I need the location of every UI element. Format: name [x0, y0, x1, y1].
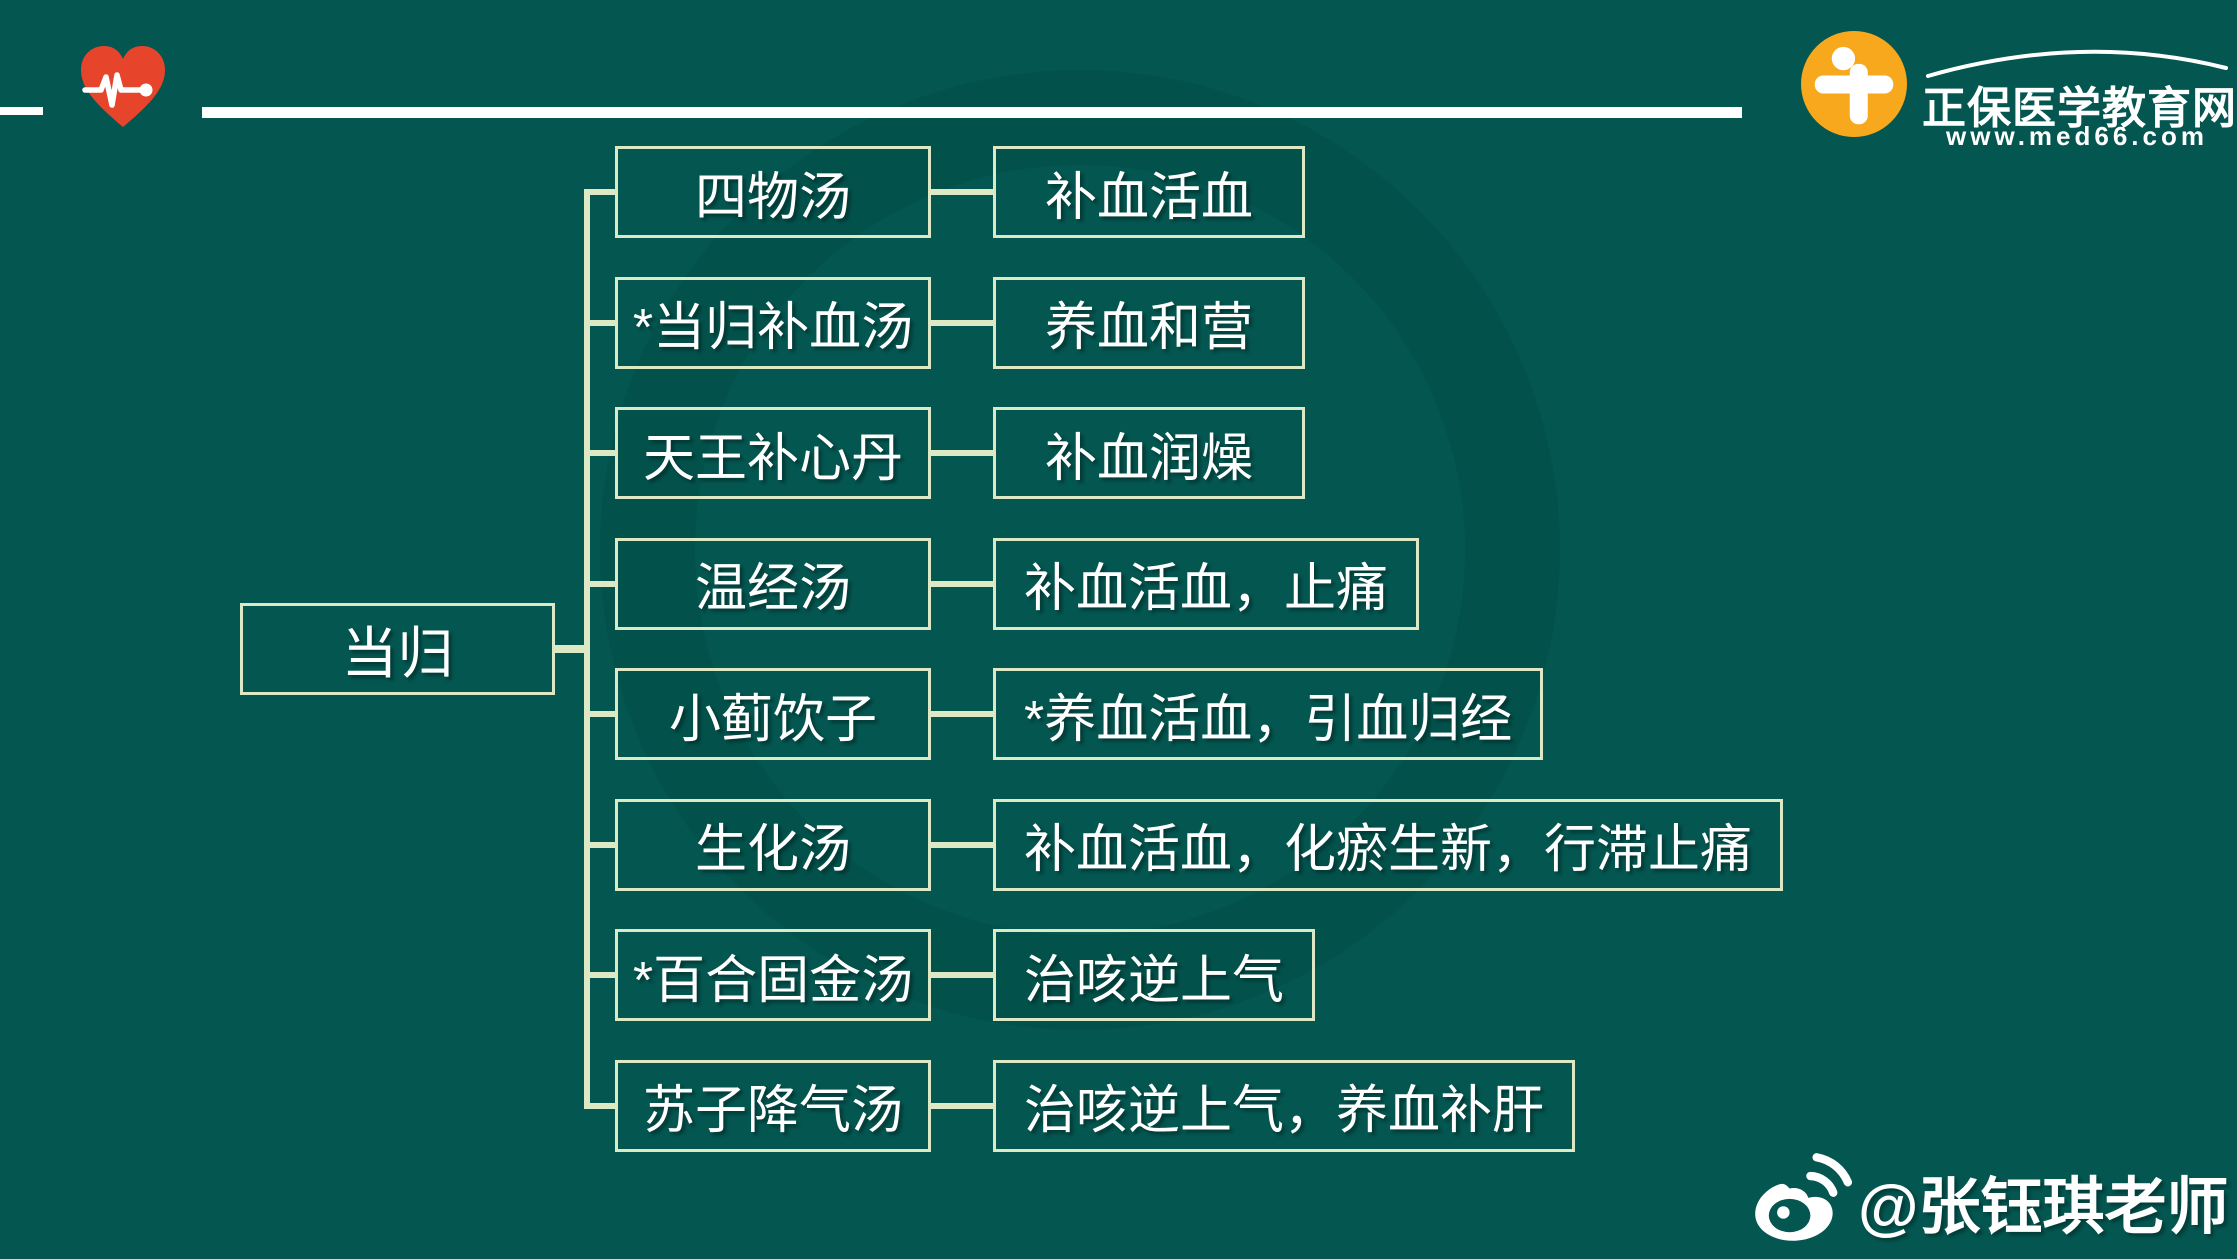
branch-connector-line — [931, 711, 993, 717]
branch-tick-line — [590, 189, 615, 195]
formula-box: 天王补心丹 — [615, 407, 931, 499]
branch-tick-line — [590, 450, 615, 456]
brand-arc-decoration — [1922, 30, 2232, 78]
diagram-row: 温经汤 补血活血，止痛 — [590, 537, 1420, 630]
branch-tick-line — [590, 841, 615, 848]
branch-connector-line — [931, 319, 993, 326]
function-box: *养血活血，引血归经 — [993, 668, 1544, 760]
brand-logo: 正保医学教育网 www.med66.com — [1798, 22, 2237, 151]
formula-box: *百合固金汤 — [615, 929, 931, 1021]
diagram-row: 天王补心丹 补血润燥 — [590, 407, 1305, 499]
branch-connector-line — [931, 189, 993, 195]
header-rule-left — [0, 107, 43, 115]
trunk-line — [584, 189, 590, 1109]
heartbeat-icon — [73, 34, 173, 140]
brand-badge-icon — [1801, 31, 1907, 137]
formula-box: *当归补血汤 — [615, 276, 931, 369]
function-box: 补血活血，化瘀生新，行滞止痛 — [993, 798, 1784, 891]
function-box: 补血活血，止痛 — [993, 537, 1420, 630]
root-connector-line — [555, 645, 584, 653]
brand-name: 正保医学教育网 — [1922, 84, 2237, 133]
formula-box: 苏子降气汤 — [615, 1059, 931, 1152]
function-box: 补血润燥 — [993, 407, 1305, 499]
diagram-row: *百合固金汤 治咳逆上气 — [590, 929, 1316, 1021]
branch-connector-line — [931, 841, 993, 848]
weibo-watermark: @张钰琪老师 — [1748, 1146, 2228, 1256]
branch-connector-line — [931, 580, 993, 587]
weibo-icon — [1748, 1149, 1852, 1253]
branch-connector-line — [931, 972, 993, 978]
diagram-row: 小蓟饮子 *养血活血，引血归经 — [590, 668, 1544, 760]
formula-box: 四物汤 — [615, 146, 931, 238]
formula-box: 温经汤 — [615, 537, 931, 630]
branch-tick-line — [590, 711, 615, 717]
brand-url: www.med66.com — [1946, 121, 2208, 151]
diagram-row: 生化汤 补血活血，化瘀生新，行滞止痛 — [590, 798, 1784, 891]
branch-tick-line — [590, 319, 615, 326]
function-box: 养血和营 — [993, 276, 1305, 369]
branch-tick-line — [590, 1102, 615, 1109]
branch-tick-line — [590, 972, 615, 978]
diagram-row: 苏子降气汤 治咳逆上气，养血补肝 — [590, 1059, 1576, 1152]
function-box: 补血活血 — [993, 146, 1305, 238]
header-rule-main — [202, 107, 1742, 118]
function-box: 治咳逆上气，养血补肝 — [993, 1059, 1576, 1152]
formula-box: 生化汤 — [615, 798, 931, 891]
formula-box: 小蓟饮子 — [615, 668, 931, 760]
diagram-row: 四物汤 补血活血 — [590, 146, 1305, 238]
author-handle: @张钰琪老师 — [1858, 1173, 2229, 1242]
root-node-danggui: 当归 — [240, 603, 555, 695]
function-box: 治咳逆上气 — [993, 929, 1316, 1021]
diagram-row: *当归补血汤 养血和营 — [590, 276, 1305, 369]
branch-connector-line — [931, 1102, 993, 1109]
branch-connector-line — [931, 450, 993, 456]
branch-tick-line — [590, 580, 615, 587]
